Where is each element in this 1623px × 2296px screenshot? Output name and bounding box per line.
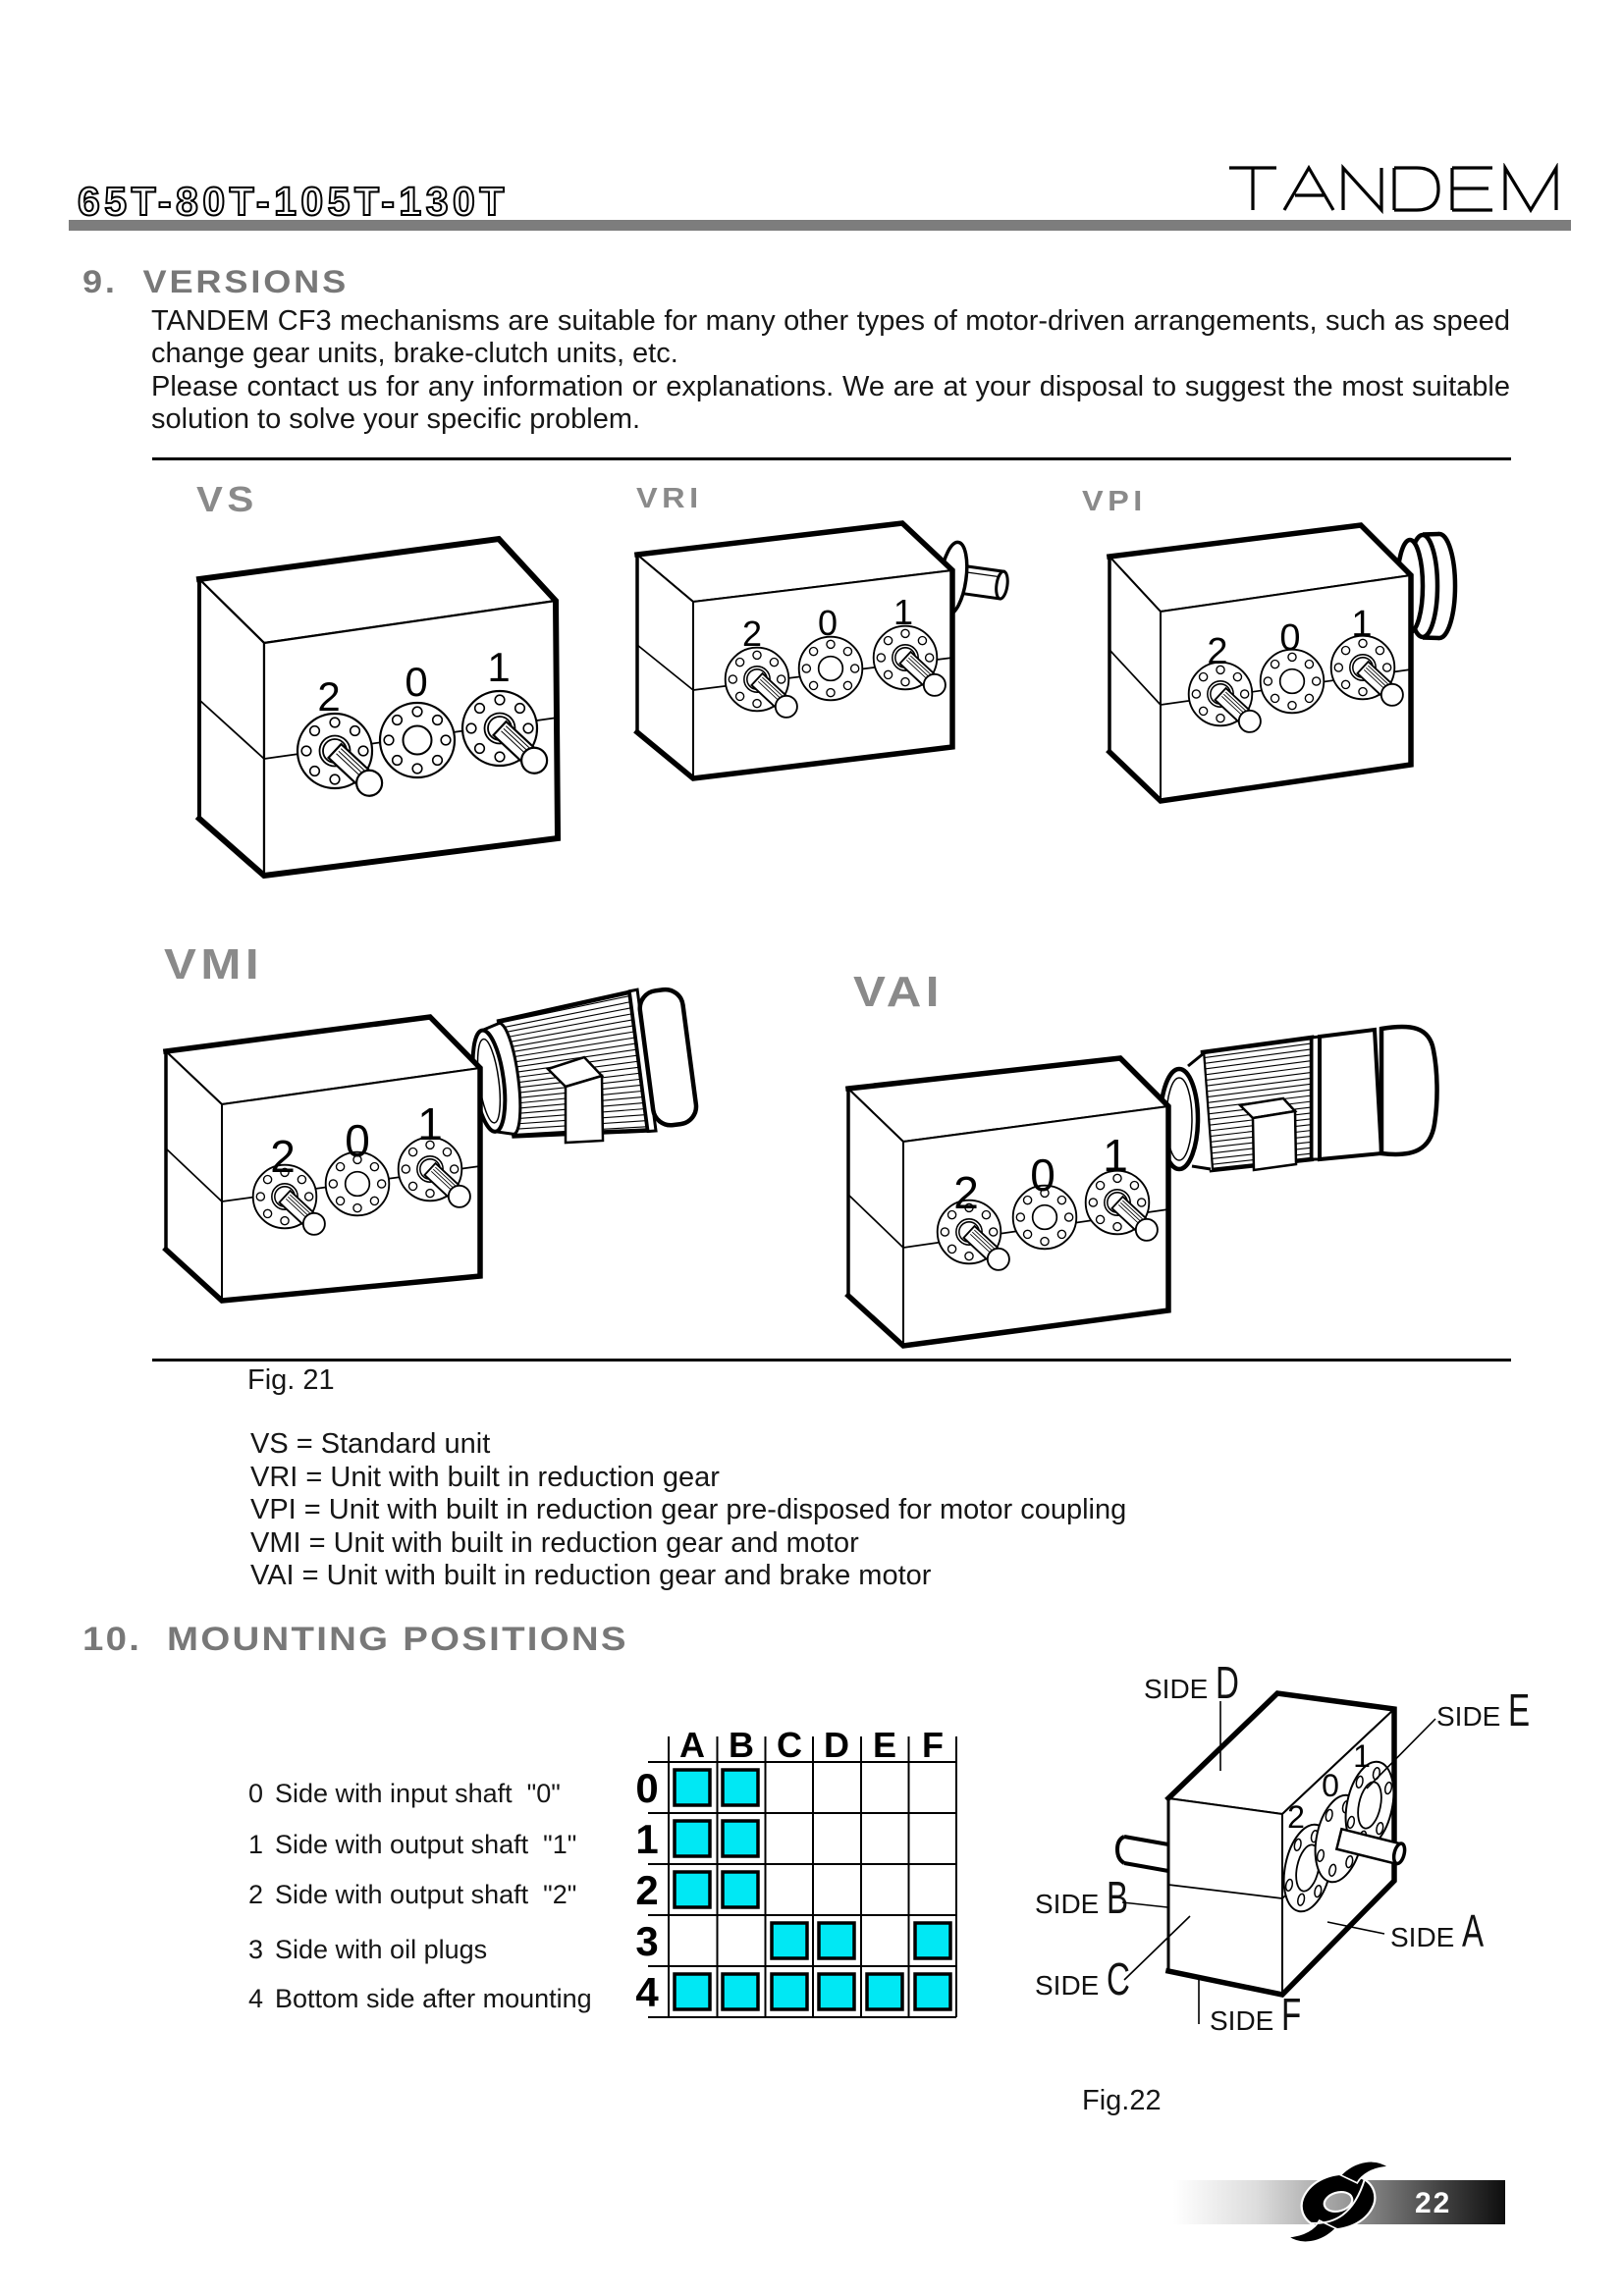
svg-text:E: E — [873, 1725, 896, 1765]
svg-text:0: 0 — [345, 1115, 370, 1166]
svg-text:2: 2 — [1287, 1799, 1305, 1835]
svg-text:1: 1 — [1351, 604, 1372, 645]
svg-text:3: 3 — [635, 1918, 658, 1964]
svg-text:B: B — [729, 1725, 754, 1765]
svg-text:1: 1 — [1103, 1130, 1128, 1181]
svg-text:F: F — [922, 1725, 944, 1765]
svg-text:0: 0 — [1279, 617, 1300, 659]
svg-text:2: 2 — [317, 673, 340, 720]
svg-text:0: 0 — [405, 659, 427, 705]
svg-text:2: 2 — [742, 614, 762, 654]
svg-text:0: 0 — [1322, 1768, 1339, 1803]
svg-text:4: 4 — [635, 1969, 659, 2015]
svg-text:A: A — [679, 1725, 705, 1765]
svg-text:2: 2 — [1207, 631, 1227, 672]
svg-text:0: 0 — [818, 603, 838, 643]
svg-text:0: 0 — [1030, 1149, 1055, 1201]
svg-text:1: 1 — [417, 1098, 443, 1149]
svg-text:2: 2 — [635, 1867, 658, 1913]
svg-text:1: 1 — [635, 1816, 658, 1862]
svg-text:1: 1 — [487, 644, 510, 690]
svg-text:2: 2 — [270, 1131, 296, 1182]
svg-text:1: 1 — [893, 592, 913, 632]
svg-text:0: 0 — [635, 1765, 658, 1811]
svg-text:1: 1 — [1353, 1738, 1371, 1774]
svg-text:C: C — [777, 1725, 802, 1765]
svg-text:2: 2 — [953, 1167, 979, 1218]
svg-text:D: D — [824, 1725, 849, 1765]
